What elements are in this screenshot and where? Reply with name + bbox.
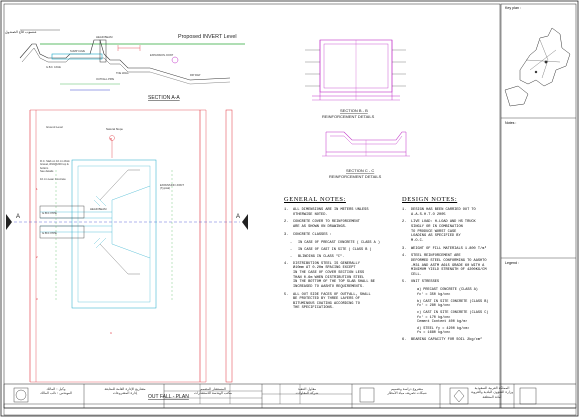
concrete-class-b: -IN CASE OF CAST IN SITE ( CLASS B ): [290, 247, 372, 252]
design-note-6: 6.BEARING CAPACITY FOR SOIL 2kg/cm²: [402, 338, 483, 343]
aa-head-beam-label: HEAD BEAM: [96, 35, 113, 39]
section-a-mark-left: A: [16, 214, 20, 220]
stress-c: c) CAST IN SITE CONCRETE (CLASS C) fc' =…: [417, 311, 489, 325]
concrete-class-a: -IN CASE OF PRECAST CONCRETE ( CLASS A ): [290, 240, 380, 245]
section-cc-title: SECTION C - C: [346, 168, 374, 173]
general-note-2: 2.CONCRETE COVER TO REINFORCEMENT ARE AS…: [284, 220, 360, 229]
tb-ministry: المملكة العربية السعودية وزارة الشؤون ال…: [470, 386, 513, 399]
title-block: [3, 383, 577, 416]
general-note-4: 4.DISTRIBUTION STEEL IS GENERALLY Ø10mm …: [284, 261, 375, 289]
tb-consultant: المستشار المصمم مكتب الهندسة للاستشارات: [194, 387, 232, 396]
arabic-level-note: منسوب قاع الصندوق: [5, 30, 36, 34]
aa-gbf-cave-label: G.B.F. CAVE: [46, 65, 61, 69]
section-bb-drawing: SECTION B - B REINFORCEMENT DETAILS: [305, 39, 406, 119]
plan-expansion-joint: EXPANSION JOINT (Typical): [160, 184, 184, 191]
design-notes: DESIGN NOTES: 1.DESIGN HAS BEEN CARRIED …: [402, 196, 498, 346]
legend-label: Legend :: [505, 261, 519, 265]
plan-gbf-pipe-1: G.B.F. PIPE: [42, 211, 57, 215]
general-notes-title: GENERAL NOTES:: [284, 196, 346, 203]
plan-natural-slope: Natural Slope: [106, 127, 123, 131]
proposed-level-title: Proposed INVERT Level: [178, 34, 237, 40]
section-bb-title: SECTION B - B: [340, 108, 368, 113]
section-aa-title: SECTION A-A: [148, 95, 180, 101]
design-note-5: 5.UNIT STRESSES: [402, 280, 440, 285]
aa-rip-rap-label: RIP RAP: [190, 73, 201, 77]
general-note-5: 5.ALL OUT SIDE FACES OF OUTFALL, SHALL B…: [284, 292, 371, 311]
design-note-2: 2.LIVE LOAD: H-LOAD AND HS TRUCK SINGLY …: [402, 220, 476, 243]
section-cc-drawing: SECTION C - C REINFORCEMENT DETAILS: [322, 131, 410, 179]
aa-sump-cave-label: SUMP CAVE: [70, 49, 85, 53]
design-note-4: 4.STEEL REINFORCEMENT ARE DEFORMED STEEL…: [402, 254, 487, 277]
tb-project: مشروع دراسة وتصميم شبكات تصريف مياه الأم…: [387, 387, 427, 396]
outfall-plan-labels: A A Ground Level Natural Slope HEAD BEAM…: [16, 125, 240, 400]
aa-outfall-pipe-label: OUTFALL PIPE: [96, 77, 114, 81]
aa-expansion-joint-label: EXPANSION JOINT: [150, 53, 174, 57]
section-marker-left: [6, 214, 12, 230]
general-notes: GENERAL NOTES: 1.ALL DIMENSIONS ARE IN M…: [284, 196, 404, 314]
notes-label: Notes :: [505, 121, 517, 125]
tb-owner: وكيل : المالك المهندس : نائب المالك: [40, 387, 72, 396]
outfall-plan-title: OUT FALL - PLAN: [148, 394, 189, 400]
concrete-class-c: -BLINDING IN CLASS "C".: [290, 254, 345, 259]
plan-rc-note: R.C. Slab on 10 cm thick Gravel, Ø10@200…: [40, 160, 70, 173]
stress-d: d) STEEL fy = 4200 kg/cm² fs = 1680 kg/c…: [417, 326, 470, 336]
plan-lean-concrete: 10 cm Lean Concrete: [40, 178, 66, 181]
stress-a: a) PRECAST CONCRETE (CLASS A) fc' = 350 …: [417, 288, 478, 297]
design-note-1: 1.DESIGN HAS BEEN CARRIED OUT TO A.A.S.H…: [402, 208, 476, 217]
plan-detail-mark-2: 2: [36, 255, 38, 259]
plan-bb-mark: B: [110, 137, 112, 141]
design-notes-title: DESIGN NOTES:: [402, 196, 458, 203]
plan-detail-mark-3: 3: [36, 297, 38, 301]
plan-ground-level: Ground Level: [46, 125, 63, 129]
key-plan-label: Key plan :: [505, 6, 521, 10]
aa-toe-wall-label: TOE WALL: [116, 71, 130, 75]
tb-contractor: مقاول التنفيذ شركة المقاولات: [295, 387, 319, 396]
tb-department: مشاريع الإدارة العامة للمتابعة إدارة الم…: [104, 387, 146, 396]
section-bb-subtitle: REINFORCEMENT DETAILS: [322, 114, 375, 119]
general-note-1: 1.ALL DIMENSIONS ARE IN METERS UNLESS OT…: [284, 208, 369, 217]
section-aa-drawing: منسوب قاع الصندوق Proposed INVERT Level …: [5, 29, 245, 101]
outfall-plan-drawing: [6, 109, 248, 383]
section-cc-subtitle: REINFORCEMENT DETAILS: [329, 174, 382, 179]
section-marker-right: [242, 214, 248, 230]
stress-b: b) CAST IN SITE CONCRETE (CLASS B) fc' =…: [417, 299, 489, 309]
section-a-mark-right: A: [236, 214, 240, 220]
plan-cc-mark: C: [110, 331, 113, 335]
plan-head-beam: HEAD BEAM: [90, 207, 107, 211]
plan-detail-mark-1: 1: [36, 187, 38, 191]
key-plan-map: [504, 27, 571, 107]
plan-gbf-pipe-2: G.B.F. PIPE: [42, 231, 57, 235]
general-note-3: 3.CONCRETE CLASSES :: [284, 232, 332, 237]
design-note-3: 3.WEIGHT OF FILL MATERIALS 1.800 T/m³: [402, 246, 487, 251]
side-panel-frame: [500, 3, 577, 409]
